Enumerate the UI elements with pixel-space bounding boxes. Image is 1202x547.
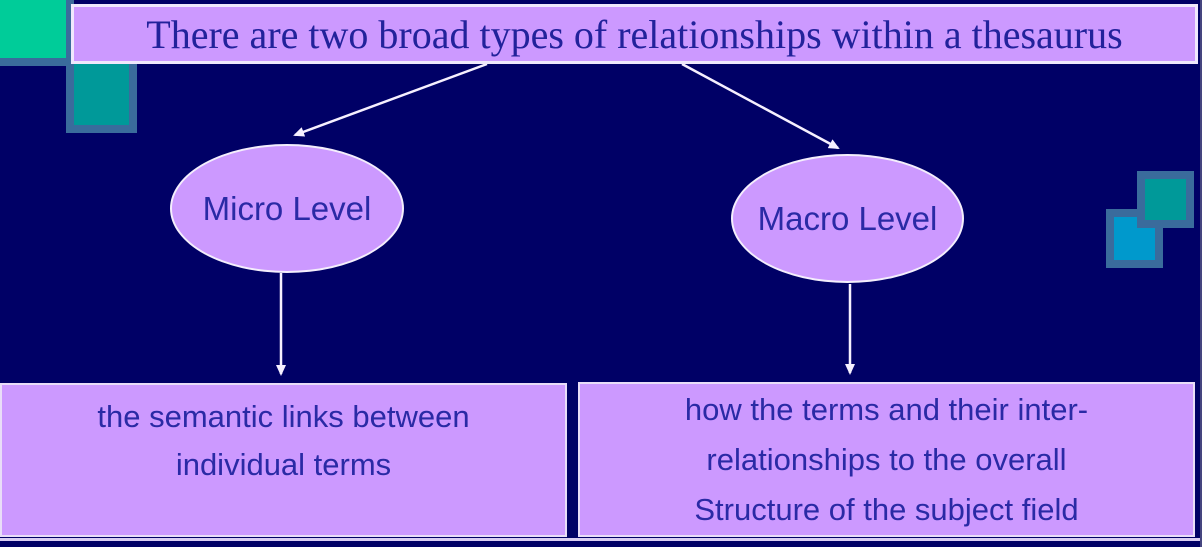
node-micro-label: Micro Level — [202, 189, 372, 227]
decor-square-teal-right — [1137, 171, 1194, 228]
micro-description-box: the semantic links between individual te… — [0, 383, 567, 537]
macro-description-box: how the terms and their inter- relations… — [578, 382, 1195, 537]
macro-description-line2: relationships to the overall — [706, 442, 1067, 477]
slide-title-banner: There are two broad types of relationshi… — [71, 4, 1198, 64]
node-macro-level: Macro Level — [731, 154, 964, 283]
connector-title-to-macro — [681, 62, 840, 150]
macro-description-line1: how the terms and their inter- — [684, 392, 1089, 427]
connector-title-to-micro — [293, 62, 488, 137]
decor-square-green-topleft — [0, 0, 74, 66]
slide-right-edge-line — [1200, 0, 1202, 547]
macro-description-line3: Structure of the subject field — [694, 492, 1079, 527]
slide-title-text: There are two broad types of relationshi… — [146, 11, 1123, 57]
slide-bottom-edge-line — [0, 538, 1202, 541]
micro-description-line2: individual terms — [175, 447, 392, 482]
node-macro-label: Macro Level — [757, 199, 938, 237]
node-micro-level: Micro Level — [170, 144, 404, 273]
micro-description-line1: the semantic links between — [97, 399, 470, 434]
